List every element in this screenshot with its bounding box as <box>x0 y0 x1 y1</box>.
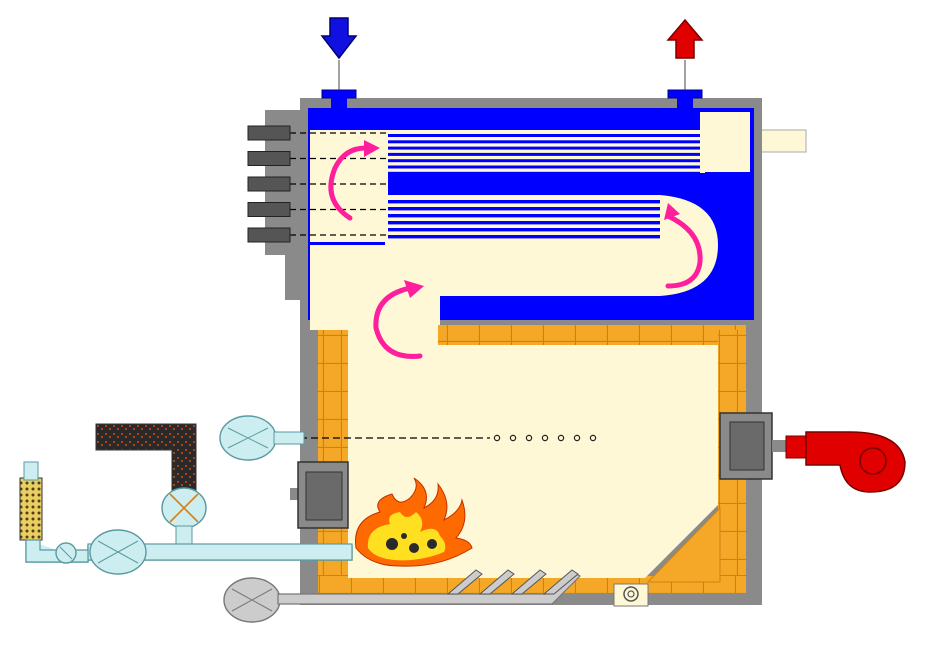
burner-opening <box>525 434 533 442</box>
flame-icon <box>355 477 473 567</box>
inspection-plugs <box>247 125 291 243</box>
fuel-feed-connector <box>175 525 193 545</box>
ash-cleanout <box>613 583 649 607</box>
fire-tube <box>388 221 660 225</box>
burner-opening <box>541 434 549 442</box>
gas-flow-arrowheads <box>364 140 680 298</box>
blower-duct <box>772 440 786 452</box>
stoker-column-cap <box>23 461 39 481</box>
water-inlet-pipe <box>331 96 347 110</box>
furnace-neck <box>348 318 438 348</box>
air-nozzle <box>542 569 579 595</box>
inspection-plug <box>247 202 291 217</box>
air-nozzles <box>446 569 579 595</box>
fire-tube <box>388 140 700 144</box>
hopper-valve <box>161 487 207 529</box>
curved-arrow-icon <box>665 213 703 289</box>
fire-tube <box>388 214 660 218</box>
air-nozzle <box>446 569 483 595</box>
fire-tube <box>388 146 700 150</box>
fire-tube <box>388 228 660 232</box>
fire-tube <box>388 200 660 204</box>
curved-arrow-icon <box>328 145 371 221</box>
fire-tubes-upper <box>388 134 700 175</box>
air-nozzle <box>478 569 515 595</box>
inspection-plug <box>247 151 291 166</box>
steam-outlet-pipe <box>677 96 693 110</box>
gas-flow-arrows <box>328 145 703 359</box>
underfire-air-valve <box>223 577 281 623</box>
burner-openings <box>493 434 597 442</box>
fan-icon <box>785 431 906 493</box>
overfire-valve <box>219 415 305 461</box>
arrow-down-icon <box>320 17 358 60</box>
fire-tube <box>388 207 660 211</box>
firebrick-slope <box>646 506 721 583</box>
inspection-plug <box>247 227 291 243</box>
stoker-column <box>19 477 43 541</box>
burner-opening <box>509 434 517 442</box>
fire-tube <box>388 159 700 163</box>
inspection-plug <box>247 125 291 141</box>
fire-tube <box>388 152 700 156</box>
fire-door-frame <box>290 488 298 500</box>
feed-main-valve <box>89 529 147 575</box>
fire-tube <box>388 171 700 175</box>
burner-opening <box>573 434 581 442</box>
fire-tubes-lower <box>388 200 660 239</box>
cleanout-plug <box>623 586 639 602</box>
inspection-plug <box>247 176 291 192</box>
firebrick-top <box>438 325 746 345</box>
curved-arrow-icon <box>373 285 423 359</box>
burner-opening <box>493 434 501 442</box>
tube-stay-lines <box>290 132 388 236</box>
fire-tube <box>388 235 660 239</box>
arrow-up-icon <box>666 18 704 59</box>
blower-inlet-inner <box>729 421 765 471</box>
fire-tube <box>388 134 700 137</box>
burner-opening <box>589 434 597 442</box>
fire-tube <box>388 165 700 169</box>
air-nozzle <box>510 569 547 595</box>
feed-small-valve <box>55 542 77 564</box>
fire-door-inner <box>305 471 343 521</box>
steam-chamber <box>700 112 750 172</box>
burner-opening <box>557 434 565 442</box>
